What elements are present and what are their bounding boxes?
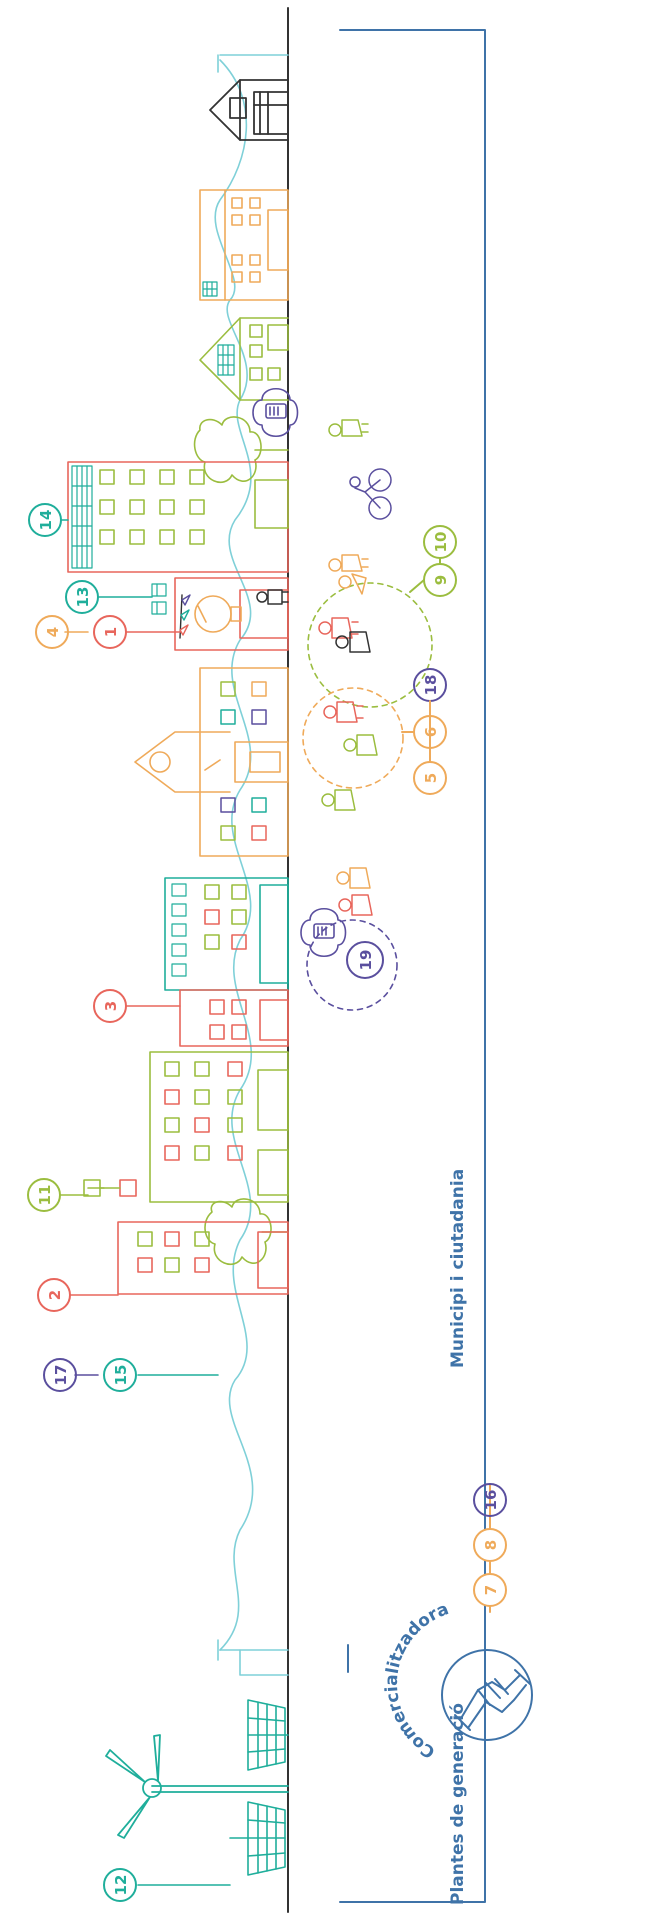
solar-panel-icon xyxy=(71,465,93,569)
group-circles xyxy=(302,582,433,1011)
person-icon xyxy=(328,419,369,437)
svg-text:11: 11 xyxy=(36,1185,54,1206)
green-building xyxy=(149,1051,289,1203)
svg-text:12: 12 xyxy=(112,1875,130,1896)
bracket-line xyxy=(339,29,486,1903)
marker-17: 17 xyxy=(43,1358,77,1392)
marker-19: 19 xyxy=(346,941,384,979)
marker-13: 13 xyxy=(65,580,99,614)
svg-text:5: 5 xyxy=(422,773,440,783)
bunting-icon xyxy=(179,594,191,639)
svg-text:16: 16 xyxy=(482,1490,500,1511)
lightbulb-icon xyxy=(194,595,242,633)
svg-text:Comercialitzadora: Comercialitzadora xyxy=(382,1599,452,1762)
solar-panel-icon xyxy=(202,281,218,297)
svg-text:17: 17 xyxy=(52,1365,70,1386)
marker-4: 4 xyxy=(35,615,69,649)
svg-text:8: 8 xyxy=(482,1540,500,1550)
marker-11: 11 xyxy=(27,1178,61,1212)
red-building xyxy=(179,989,289,1047)
house-icon xyxy=(209,79,289,141)
solar-panel-icon xyxy=(151,583,167,615)
marker-18: 18 xyxy=(413,668,447,702)
person-icon xyxy=(256,589,289,605)
svg-text:15: 15 xyxy=(112,1365,130,1386)
marker-15: 15 xyxy=(103,1358,137,1392)
marker-12: 12 xyxy=(103,1868,137,1902)
svg-text:4: 4 xyxy=(44,627,62,637)
power-line xyxy=(214,54,289,1676)
person-icon xyxy=(338,894,373,916)
label-municipality: Municipi i ciutadania xyxy=(448,1169,468,1368)
tree-icon xyxy=(193,416,289,484)
battery-cloud-icon xyxy=(252,387,299,438)
person-icon xyxy=(321,734,378,811)
battery-cloud-icon xyxy=(300,907,347,958)
handshake-icon xyxy=(441,1649,533,1741)
label-generation: Plantes de generació xyxy=(448,1703,468,1905)
wind-turbine-icon xyxy=(105,1734,289,1839)
marker-connectors xyxy=(59,519,231,1886)
svg-text:13: 13 xyxy=(74,587,92,608)
marker-9: 9 xyxy=(423,563,457,597)
apartment-building xyxy=(67,461,289,573)
marker-10: 10 xyxy=(423,525,457,559)
svg-text:Municipi i ciutadania: Municipi i ciutadania xyxy=(448,1169,468,1368)
marker-8: 8 xyxy=(473,1528,507,1562)
svg-text:3: 3 xyxy=(102,1001,120,1011)
svg-text:18: 18 xyxy=(422,675,440,696)
orange-building xyxy=(199,189,289,301)
green-house xyxy=(199,317,289,401)
person-icon xyxy=(318,617,359,639)
solar-panel-icon xyxy=(247,1699,289,1771)
solar-panel-icon xyxy=(229,1801,286,1876)
teal-building xyxy=(164,877,289,991)
svg-text:19: 19 xyxy=(357,950,375,971)
town-hall-windows xyxy=(220,681,267,841)
bicycle-icon xyxy=(349,468,392,520)
svg-text:14: 14 xyxy=(37,510,55,531)
person-icon xyxy=(328,554,369,595)
person-icon xyxy=(323,701,364,723)
svg-text:7: 7 xyxy=(482,1585,500,1595)
svg-text:2: 2 xyxy=(46,1290,64,1300)
svg-text:10: 10 xyxy=(432,532,450,553)
shop-building xyxy=(174,577,289,651)
marker-7: 7 xyxy=(473,1573,507,1607)
marker-14: 14 xyxy=(28,503,62,537)
town-hall xyxy=(134,667,289,857)
marker-16: 16 xyxy=(473,1483,507,1517)
red-small-building xyxy=(117,1221,289,1295)
person-icon xyxy=(336,867,371,889)
solar-panel-icon xyxy=(217,344,235,376)
marker-3: 3 xyxy=(93,989,127,1023)
solar-panel-icon xyxy=(171,883,187,977)
connector-9-group xyxy=(409,579,425,593)
marker-5: 5 xyxy=(413,761,447,795)
svg-text:Plantes de generació: Plantes de generació xyxy=(448,1703,468,1905)
svg-text:9: 9 xyxy=(432,575,450,585)
marker-2: 2 xyxy=(37,1278,71,1312)
person-icon xyxy=(335,631,371,653)
marker-1: 1 xyxy=(93,615,127,649)
svg-text:1: 1 xyxy=(102,627,120,637)
